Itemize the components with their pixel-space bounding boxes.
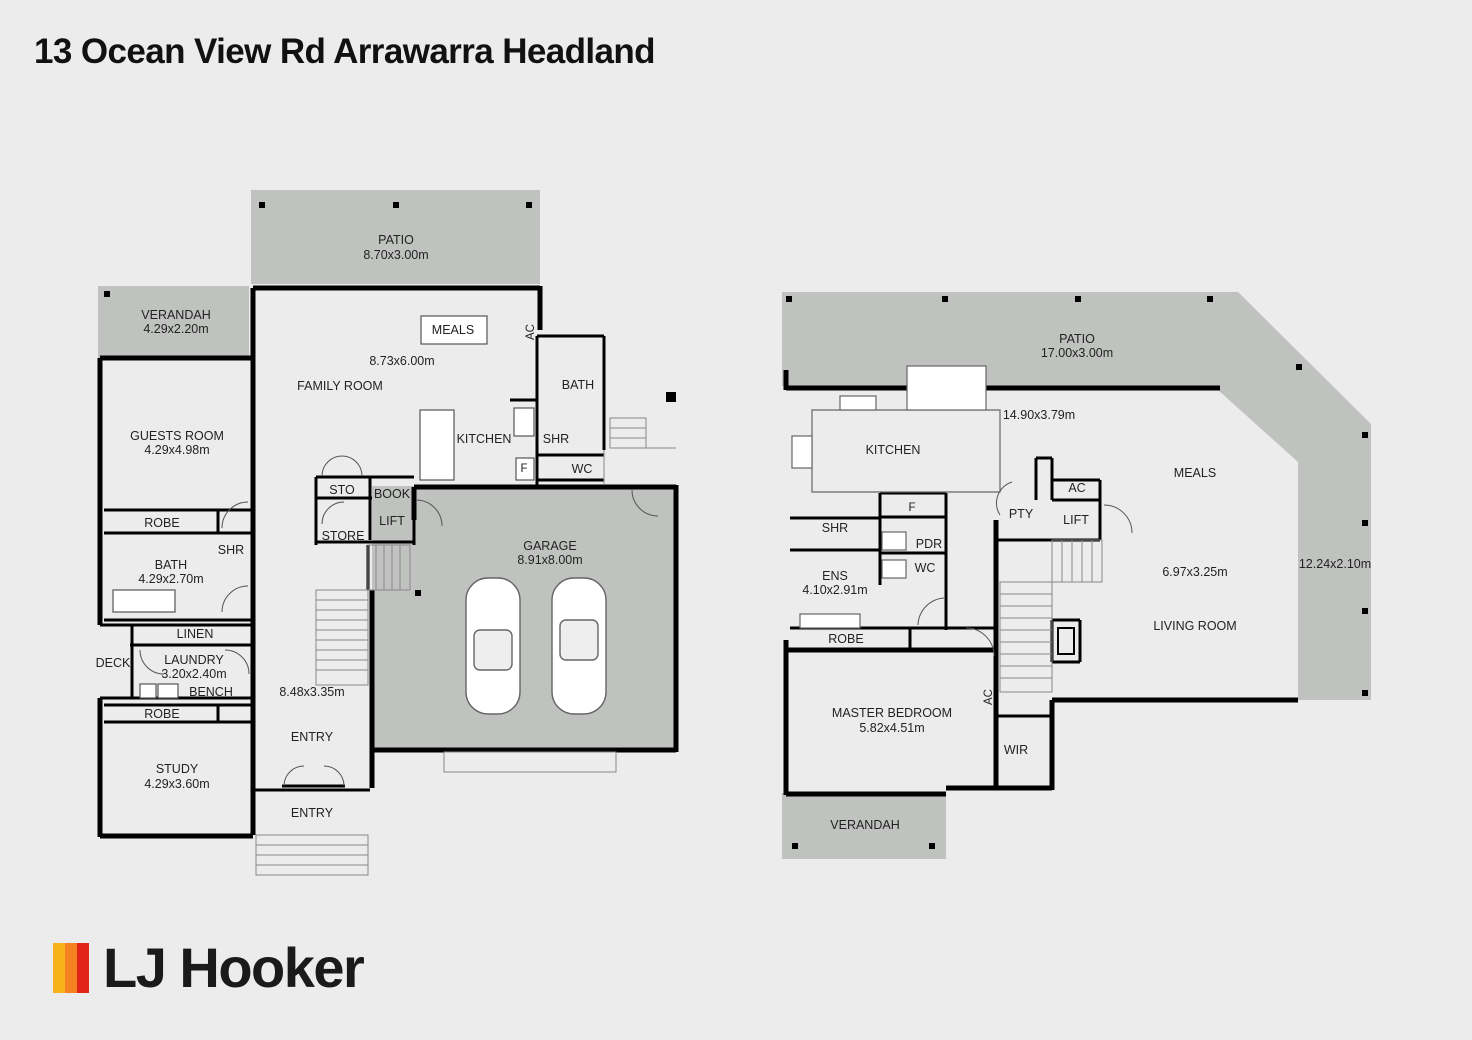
label-deck: DECK (96, 656, 131, 670)
label-kitchen: KITCHEN (457, 432, 512, 446)
label-study-dim: 4.29x3.60m (144, 777, 209, 791)
label-upper-master-dim: 5.82x4.51m (859, 721, 924, 735)
label-upper-shr: SHR (822, 521, 848, 535)
label-upper-f: F (908, 502, 915, 514)
label-linen: LINEN (177, 627, 214, 641)
label-upper-robe: ROBE (828, 632, 863, 646)
brand-name: LJ Hooker (103, 936, 365, 999)
label-laundry: LAUNDRY (164, 653, 224, 667)
label-upper-wir: WIR (1004, 743, 1028, 757)
label-upper-verandah: VERANDAH (830, 818, 899, 832)
label-book: BOOK (374, 487, 411, 501)
label-patio-dim: 8.70x3.00m (363, 248, 428, 262)
label-robe: ROBE (144, 516, 179, 530)
label-entry: ENTRY (291, 730, 334, 744)
label-upper-ens: ENS (822, 569, 848, 583)
label-sto: STO (329, 483, 355, 497)
label-upper-master: MASTER BEDROOM (832, 706, 952, 720)
label-lift: LIFT (379, 514, 405, 528)
label-upper-ac-2: AC (983, 689, 995, 705)
label-upper-living-dim: 6.97x3.25m (1162, 565, 1227, 579)
label-upper-main-dim: 14.90x3.79m (1003, 408, 1075, 422)
label-robe-2: ROBE (144, 707, 179, 721)
label-store: STORE (322, 529, 365, 543)
label-guests-dim: 4.29x4.98m (144, 443, 209, 457)
upper-verandah-area (782, 793, 946, 859)
verandah-area (98, 286, 249, 359)
upper-floor (782, 292, 1371, 859)
ground-interior (255, 290, 537, 485)
brand-stripes (53, 943, 89, 993)
label-f: F (520, 463, 527, 475)
label-upper-patio: PATIO (1059, 332, 1095, 346)
label-guests-room: GUESTS ROOM (130, 429, 224, 443)
label-wc: WC (572, 462, 593, 476)
label-bath-2: BATH (155, 558, 187, 572)
label-laundry-dim: 3.20x2.40m (161, 667, 226, 681)
label-garage-dim: 8.91x8.00m (517, 553, 582, 567)
label-shr-2: SHR (218, 543, 244, 557)
label-upper-kitchen: KITCHEN (866, 443, 921, 457)
label-patio: PATIO (378, 233, 414, 247)
label-upper-pty: PTY (1009, 507, 1034, 521)
label-upper-wc: WC (915, 561, 936, 575)
upper-patio-area (782, 292, 1371, 700)
stripe-yellow (53, 943, 65, 993)
label-shr: SHR (543, 432, 569, 446)
stripe-red (77, 943, 89, 993)
label-upper-patio-dim: 17.00x3.00m (1041, 346, 1113, 360)
label-upper-meals: MEALS (1174, 466, 1216, 480)
label-ac: AC (525, 324, 537, 340)
label-upper-ac: AC (1068, 481, 1085, 495)
ground-floor (97, 190, 679, 876)
label-hall-dim: 8.48x3.35m (279, 685, 344, 699)
label-bath: BATH (562, 378, 594, 392)
label-family-dim: 8.73x6.00m (369, 354, 434, 368)
label-garage: GARAGE (523, 539, 577, 553)
page-title: 13 Ocean View Rd Arrawarra Headland (34, 32, 656, 71)
label-entry-2: ENTRY (291, 806, 334, 820)
label-verandah-dim: 4.29x2.20m (143, 322, 208, 336)
label-family-room: FAMILY ROOM (297, 379, 383, 393)
garage-area (372, 486, 674, 748)
label-bath-2-dim: 4.29x2.70m (138, 572, 203, 586)
brand-logo: LJ Hooker (53, 936, 365, 999)
label-bench: BENCH (189, 685, 233, 699)
label-upper-ens-dim: 4.10x2.91m (802, 583, 867, 597)
label-study: STUDY (156, 762, 199, 776)
label-meals: MEALS (432, 323, 474, 337)
label-upper-pdr: PDR (916, 537, 942, 551)
label-upper-lift: LIFT (1063, 513, 1089, 527)
label-upper-side-dim: 12.24x2.10m (1299, 557, 1371, 571)
label-verandah: VERANDAH (141, 308, 210, 322)
stripe-orange (65, 943, 77, 993)
label-upper-living: LIVING ROOM (1153, 619, 1236, 633)
